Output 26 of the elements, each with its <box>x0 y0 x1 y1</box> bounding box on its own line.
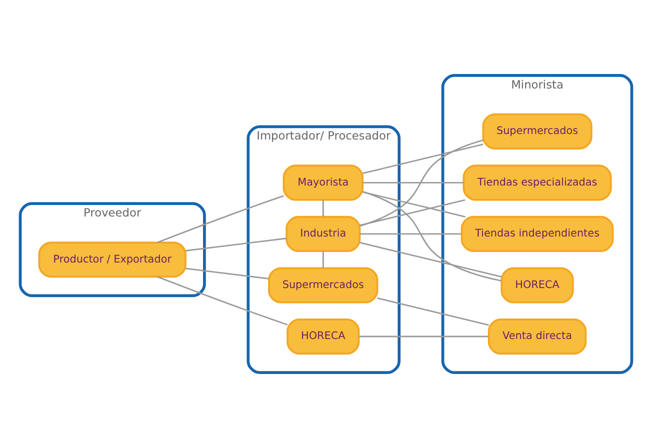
connector <box>359 335 489 337</box>
connector <box>185 267 269 279</box>
node-box: HORECA <box>500 266 574 303</box>
connector <box>157 276 288 325</box>
node-box: Industria <box>286 215 361 252</box>
connector <box>362 190 466 217</box>
connector <box>377 296 489 326</box>
connector <box>322 199 324 216</box>
node-box: HORECA <box>286 318 360 354</box>
node-box: Supermercados <box>482 112 592 149</box>
node-box: Mayorista <box>282 164 364 200</box>
node-box: Venta directa <box>488 318 587 354</box>
node-box: Supermercados <box>268 266 378 303</box>
connector <box>360 138 484 226</box>
connector <box>360 241 502 278</box>
node-box: Tiendas especializadas <box>462 164 612 200</box>
connector <box>157 194 284 243</box>
connector <box>362 181 464 183</box>
connector <box>360 232 462 234</box>
connector <box>360 198 466 226</box>
connector <box>362 190 502 281</box>
connector <box>362 143 484 174</box>
connector <box>322 250 324 268</box>
node-box: Productor / Exportador <box>38 241 186 278</box>
node-box: Tiendas independientes <box>460 215 614 252</box>
connector <box>185 237 286 251</box>
